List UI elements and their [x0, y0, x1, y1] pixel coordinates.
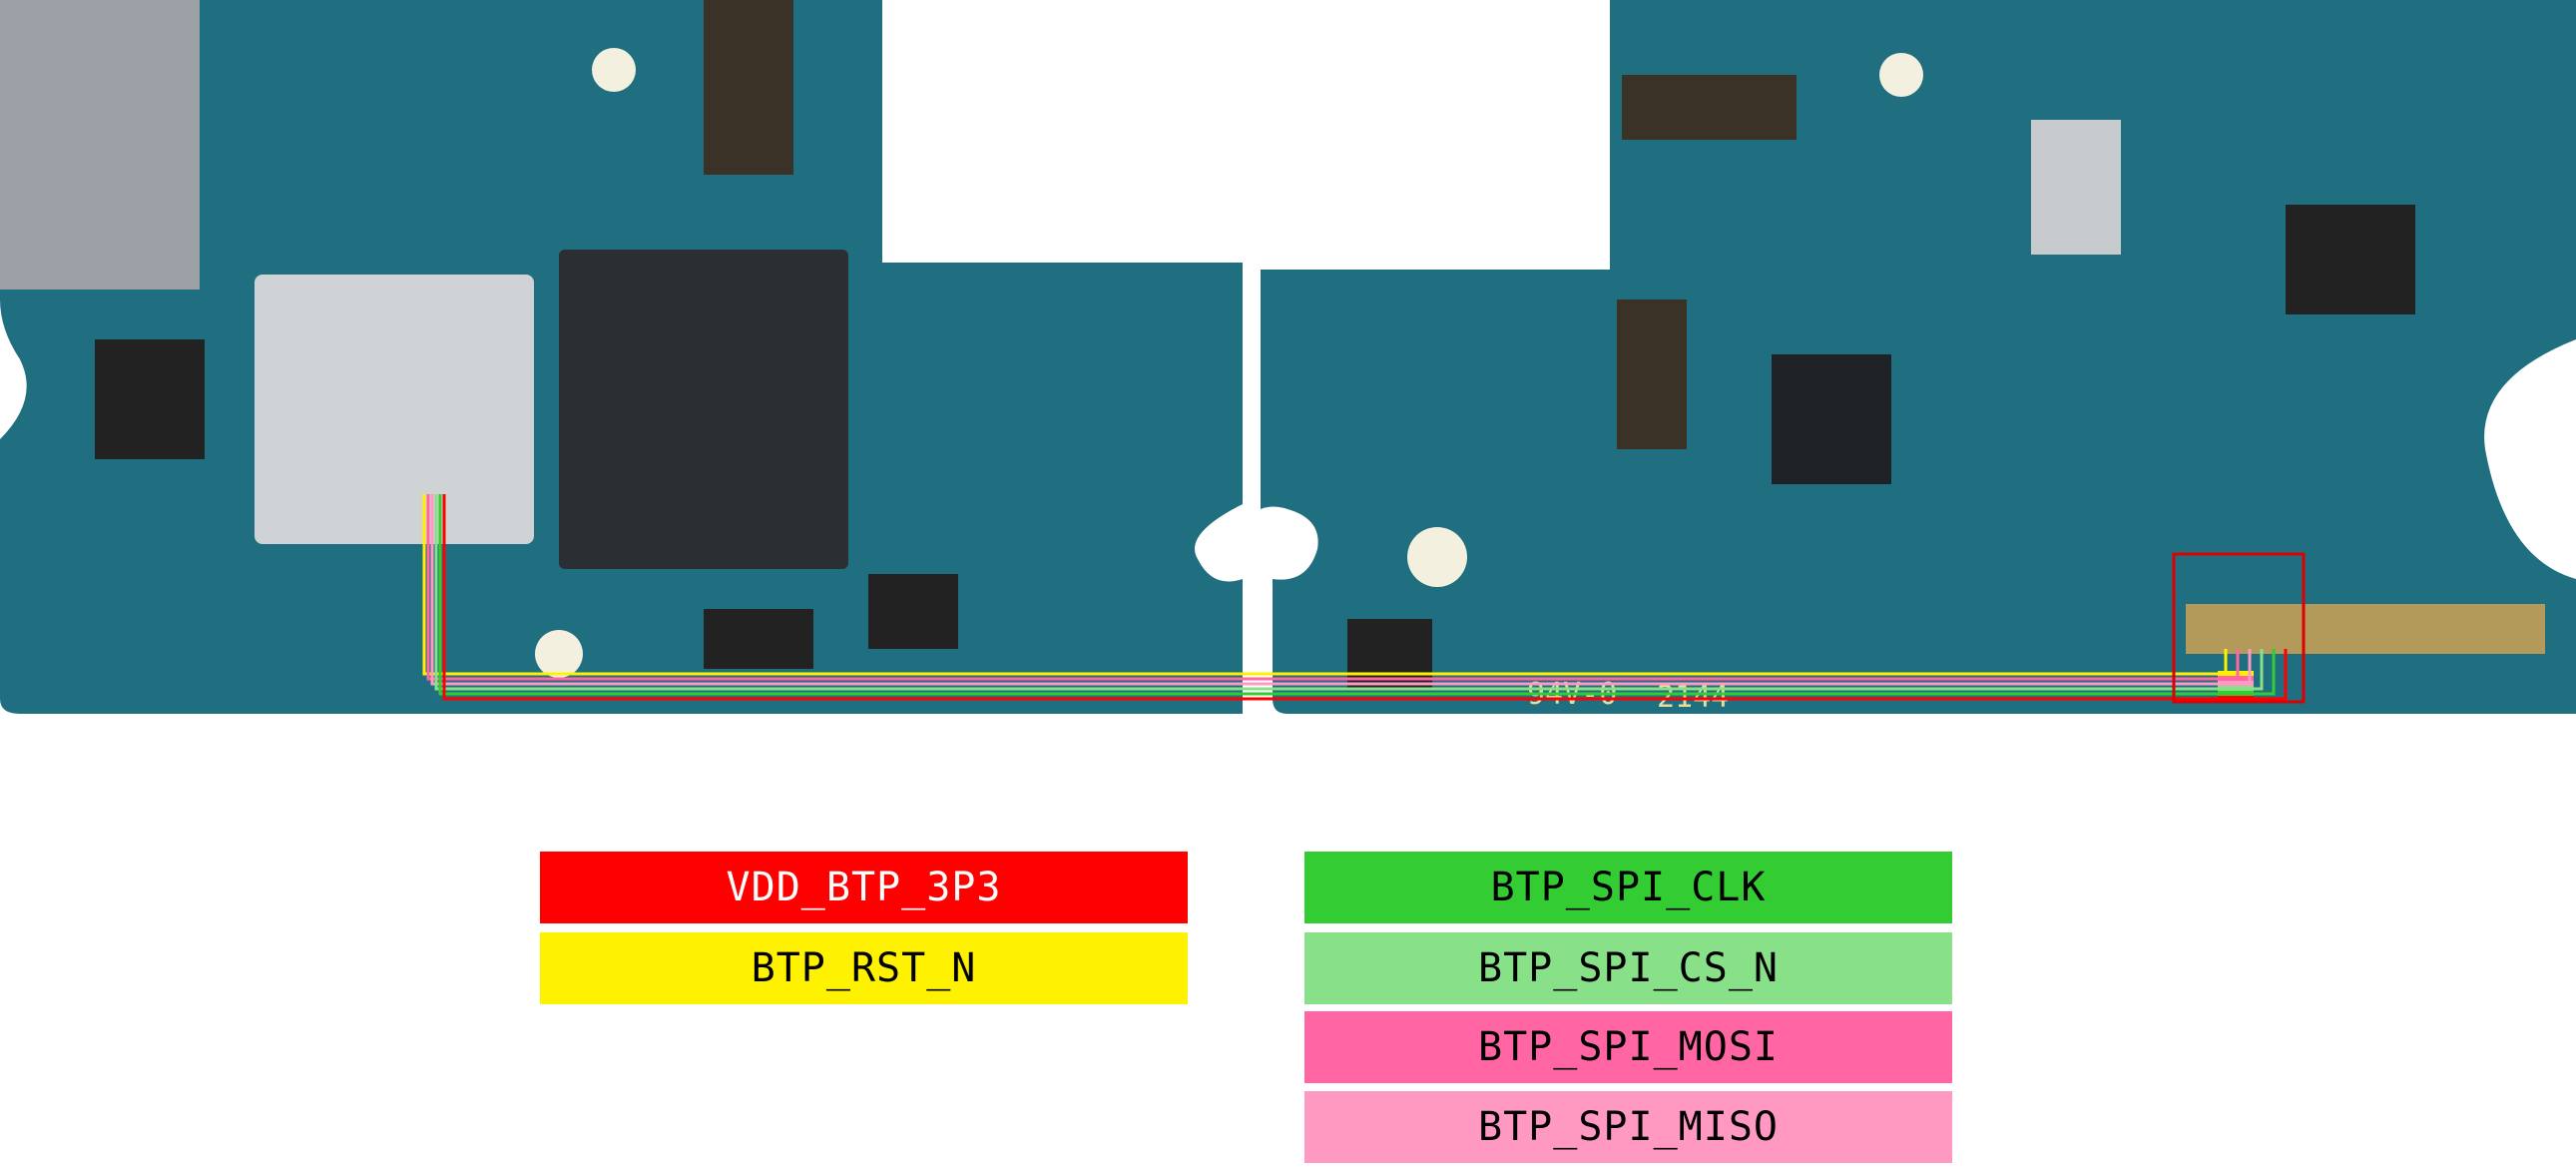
trace-label-tag	[2218, 671, 2254, 676]
fingerprint-connector	[2186, 604, 2545, 654]
trace-label-tag	[2218, 676, 2254, 681]
ic-chip	[868, 574, 958, 649]
legend-item-vdd-btp-3p3: VDD_BTP_3P3	[540, 852, 1188, 923]
signal-trace	[422, 494, 2228, 676]
ic-chip	[2286, 205, 2415, 314]
pcb-right-board	[1261, 0, 2576, 714]
legend-item-btp-rst-n: BTP_RST_N	[540, 932, 1188, 1004]
soc-chip	[559, 250, 848, 569]
bga-chip	[255, 275, 534, 544]
board-connector	[1622, 75, 1797, 140]
legend-item-btp-spi-clk: BTP_SPI_CLK	[1304, 852, 1952, 923]
legend-item-btp-spi-cs-n: BTP_SPI_CS_N	[1304, 932, 1952, 1004]
ic-chip	[704, 609, 813, 669]
trace-label-tag	[2218, 686, 2254, 691]
board-connector	[1617, 299, 1687, 449]
signal-traces	[422, 494, 2288, 701]
mount-hole	[1407, 527, 1467, 587]
qualcomm-chip	[1772, 354, 1891, 484]
signal-trace	[426, 494, 2240, 681]
pcb-board-image: 94V-0 2144	[0, 0, 2576, 715]
ic-chip	[95, 339, 205, 459]
signal-trace	[434, 494, 2264, 691]
pmic-chip	[2031, 120, 2121, 255]
mount-hole	[535, 630, 583, 678]
signal-trace	[442, 494, 2288, 701]
legend-item-btp-spi-miso: BTP_SPI_MISO	[1304, 1091, 1952, 1163]
trace-label-tag	[2218, 681, 2254, 686]
trace-label-tag	[2218, 691, 2254, 696]
mount-hole	[1879, 53, 1923, 97]
board-connector	[704, 0, 793, 175]
signal-trace	[430, 494, 2252, 686]
sim-slot	[0, 0, 200, 290]
ic-chip	[1347, 619, 1432, 689]
mount-hole	[592, 48, 636, 92]
signal-trace	[438, 494, 2276, 696]
legend-item-btp-spi-mosi: BTP_SPI_MOSI	[1304, 1011, 1952, 1083]
connector-highlight-box	[2172, 552, 2306, 704]
trace-label-tag	[2218, 696, 2254, 701]
